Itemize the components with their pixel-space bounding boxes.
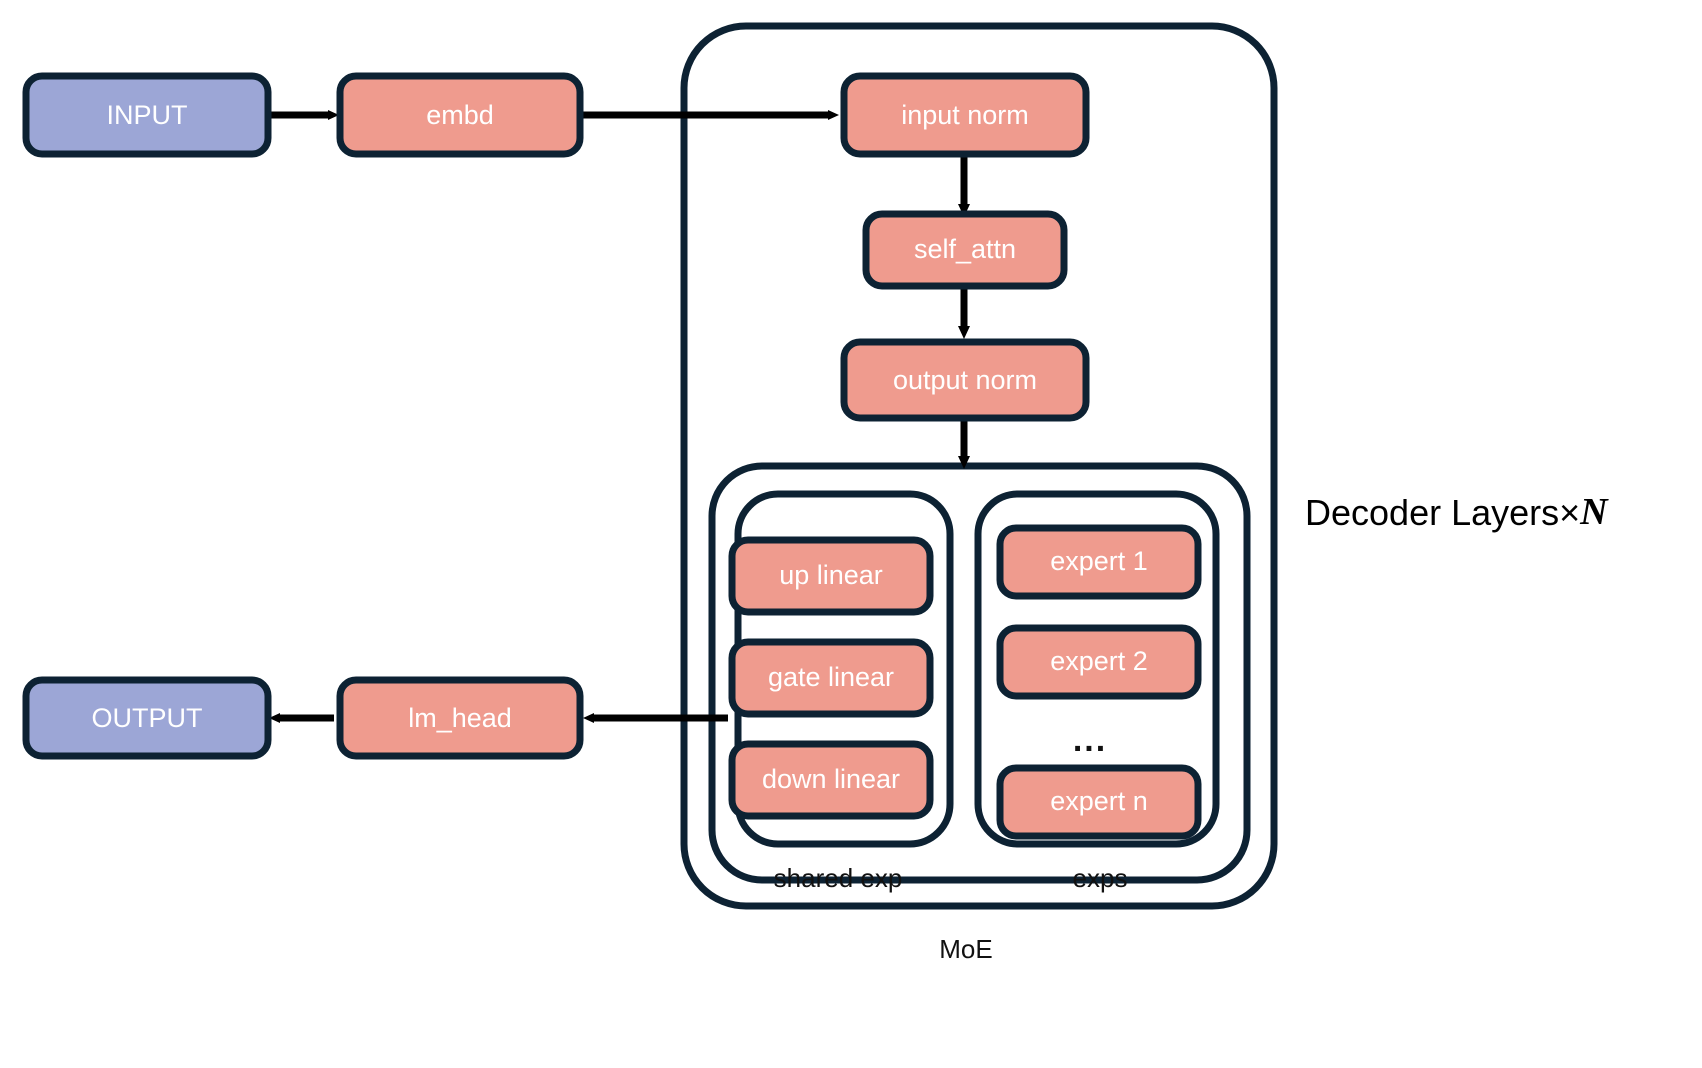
node-self-attn[interactable]: self_attn	[862, 210, 1068, 290]
self-attn-box[interactable]	[862, 210, 1068, 290]
output-norm-box[interactable]	[840, 338, 1090, 422]
up-linear-label: up linear	[779, 560, 883, 590]
output-box[interactable]	[22, 676, 272, 760]
node-output[interactable]: OUTPUT	[22, 676, 272, 760]
moe-label: MoE	[939, 934, 992, 964]
gate-linear-label: gate linear	[768, 662, 894, 692]
expert-1-box[interactable]	[996, 524, 1202, 600]
node-expert-n[interactable]: expert n	[996, 764, 1202, 840]
experts-ellipsis: ...	[1073, 721, 1107, 759]
expert-n-label: expert n	[1050, 786, 1148, 816]
node-lm-head[interactable]: lm_head	[336, 676, 584, 760]
node-input-norm[interactable]: input norm	[840, 72, 1090, 158]
node-down-linear[interactable]: down linear	[728, 740, 934, 820]
expert-2-box[interactable]	[996, 624, 1202, 700]
node-expert-2[interactable]: expert 2	[996, 624, 1202, 700]
embd-label: embd	[426, 100, 494, 130]
down-linear-label: down linear	[762, 764, 900, 794]
decoder-layers-caption-n: N	[1579, 491, 1609, 533]
shared-expert-label: shared exp	[774, 863, 903, 893]
lm-head-box[interactable]	[336, 676, 584, 760]
up-linear-box[interactable]	[728, 536, 934, 616]
decoder-layers-caption-text: Decoder Layers×	[1305, 492, 1580, 533]
decoder-layers-caption: Decoder Layers×N	[1305, 491, 1609, 533]
self-attn-label: self_attn	[914, 234, 1016, 264]
gate-linear-box[interactable]	[728, 638, 934, 718]
node-embd[interactable]: embd	[336, 72, 584, 158]
output-norm-label: output norm	[893, 365, 1037, 395]
input-label: INPUT	[107, 100, 188, 130]
node-up-linear[interactable]: up linear	[728, 536, 934, 616]
embd-box[interactable]	[336, 72, 584, 158]
input-norm-label: input norm	[901, 100, 1029, 130]
lm-head-label: lm_head	[408, 703, 512, 733]
node-expert-1[interactable]: expert 1	[996, 524, 1202, 600]
input-box[interactable]	[22, 72, 272, 158]
input-norm-box[interactable]	[840, 72, 1090, 158]
expert-2-label: expert 2	[1050, 646, 1148, 676]
down-linear-box[interactable]	[728, 740, 934, 820]
expert-1-label: expert 1	[1050, 546, 1148, 576]
expert-n-box[interactable]	[996, 764, 1202, 840]
node-output-norm[interactable]: output norm	[840, 338, 1090, 422]
node-gate-linear[interactable]: gate linear	[728, 638, 934, 718]
experts-label: exps	[1073, 863, 1128, 893]
output-label: OUTPUT	[92, 703, 203, 733]
node-input[interactable]: INPUT	[22, 72, 272, 158]
